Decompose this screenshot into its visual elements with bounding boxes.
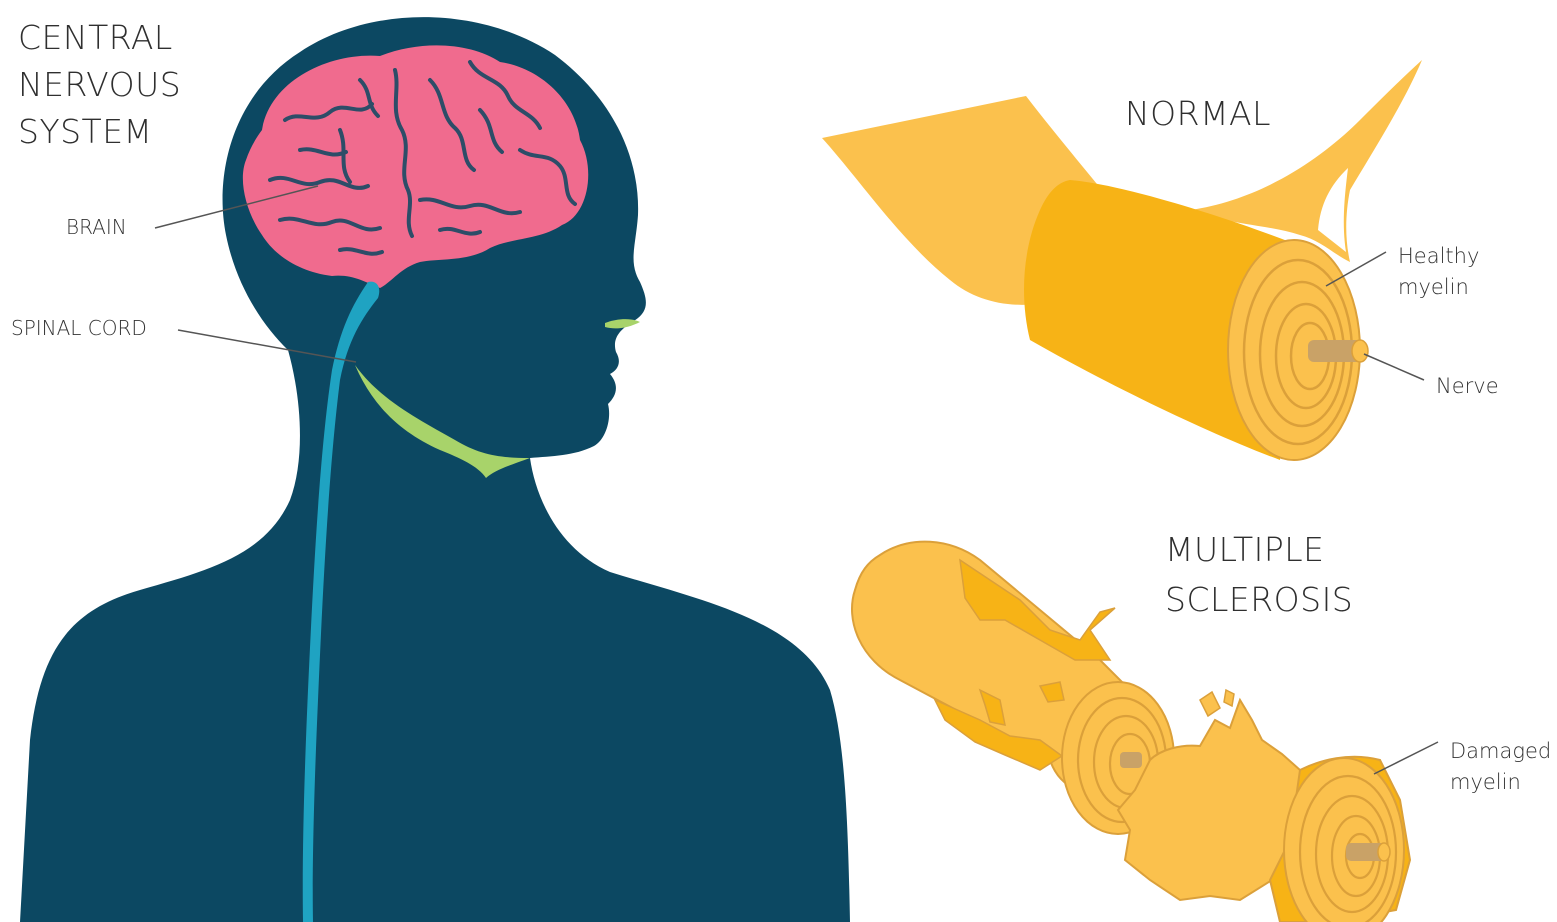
leader-line-damaged xyxy=(1374,742,1438,774)
ms-heading-line-2: SCLEROSIS xyxy=(1165,576,1353,623)
title-line-3: SYSTEM xyxy=(18,108,153,155)
damaged-myelin-label-1: Damaged xyxy=(1450,736,1551,766)
title-line-2: NERVOUS xyxy=(18,61,181,108)
normal-axon xyxy=(822,60,1422,460)
ms-fragment-a xyxy=(1200,692,1220,716)
ms-fragment-b xyxy=(1224,690,1234,706)
ms-heading-line-1: MULTIPLE xyxy=(1165,526,1325,573)
brain-label: BRAIN xyxy=(66,215,127,239)
healthy-myelin-label-1: Healthy xyxy=(1398,241,1479,271)
title-line-1: CENTRAL xyxy=(18,14,173,61)
damaged-myelin-label-2: myelin xyxy=(1450,767,1521,797)
nerve-label: Nerve xyxy=(1436,371,1499,401)
ms-nerve-3-tip xyxy=(1378,843,1390,861)
healthy-myelin-label-2: myelin xyxy=(1398,272,1469,302)
spinal-cord-label: SPINAL CORD xyxy=(11,316,147,340)
nerve-core-tip xyxy=(1352,340,1368,362)
ms-nerve-1 xyxy=(1120,752,1142,768)
normal-heading: NORMAL xyxy=(1125,90,1271,137)
